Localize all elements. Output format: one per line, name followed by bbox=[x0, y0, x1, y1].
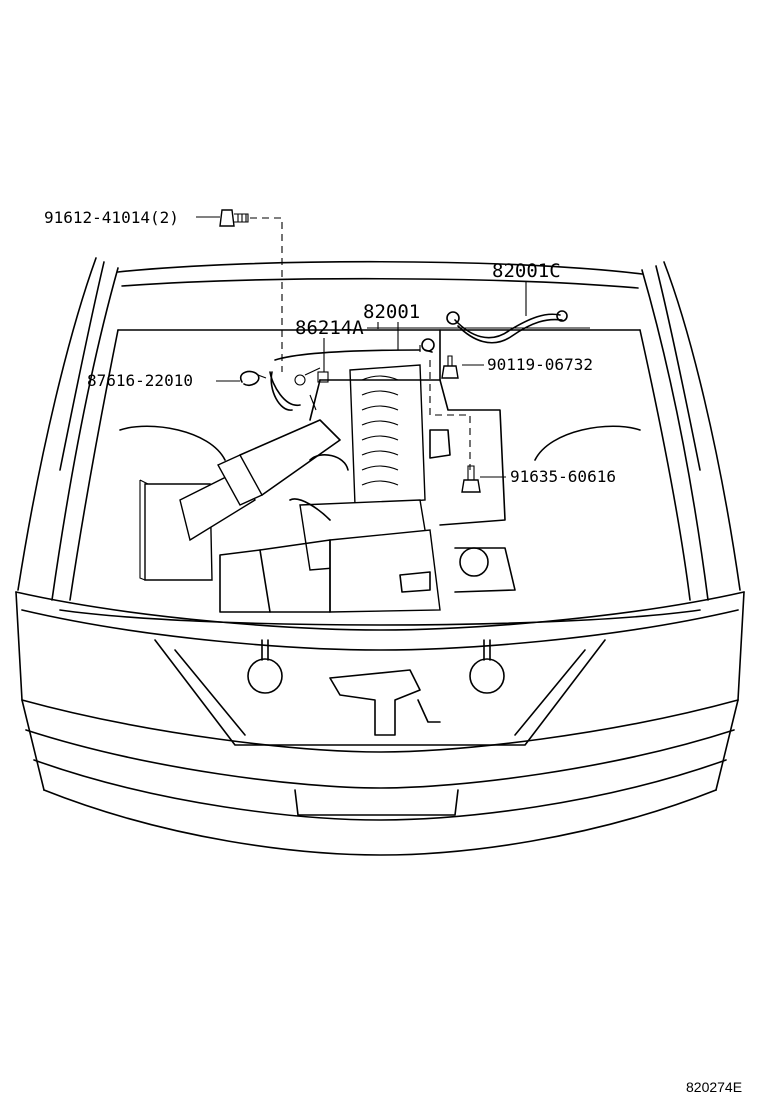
part-label-90119-06732[interactable]: 90119-06732 bbox=[487, 355, 593, 374]
fasteners bbox=[219, 209, 481, 493]
vehicle-body-outline bbox=[15, 257, 745, 856]
part-label-91635-60616[interactable]: 91635-60616 bbox=[510, 467, 616, 486]
part-label-87616-22010[interactable]: 87616-22010 bbox=[87, 371, 193, 390]
part-label-86214a[interactable]: 86214A bbox=[295, 317, 364, 339]
engine-assembly bbox=[119, 329, 641, 613]
clip-icon bbox=[239, 370, 267, 387]
bolt-icon bbox=[219, 209, 249, 227]
part-label-82001[interactable]: 82001 bbox=[363, 301, 420, 323]
leader-lines bbox=[196, 216, 590, 478]
bolt-icon bbox=[441, 355, 459, 379]
wiring-harness bbox=[269, 310, 568, 411]
bolt-icon bbox=[461, 465, 481, 493]
figure-id: 820274E bbox=[686, 1079, 742, 1095]
part-label-82001c[interactable]: 82001C bbox=[492, 260, 561, 282]
part-label-91612-41014[interactable]: 91612-41014(2) bbox=[44, 208, 179, 227]
